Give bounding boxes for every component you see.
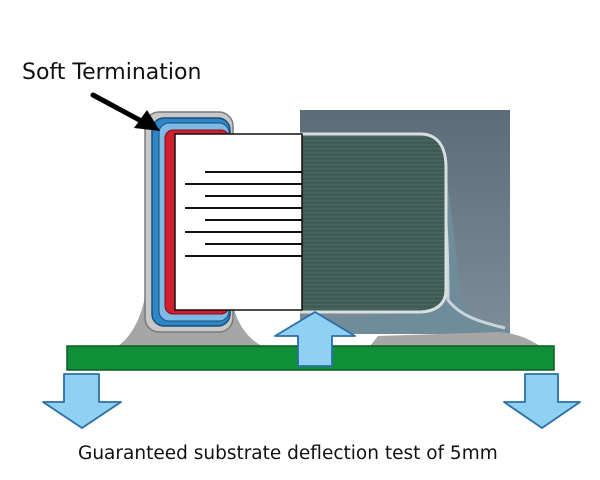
down-arrow-icon bbox=[42, 373, 122, 429]
down-arrow-icon bbox=[503, 373, 581, 429]
right-solder-fillet bbox=[370, 332, 540, 346]
up-arrow-icon bbox=[274, 311, 356, 367]
capacitor-drawing bbox=[144, 111, 303, 333]
pointer-arrow-icon bbox=[90, 92, 160, 131]
cross-section-photo bbox=[300, 110, 510, 334]
deflection-test-caption: Guaranteed substrate deflection test of … bbox=[78, 443, 498, 464]
soft-termination-label: Soft Termination bbox=[22, 60, 202, 85]
